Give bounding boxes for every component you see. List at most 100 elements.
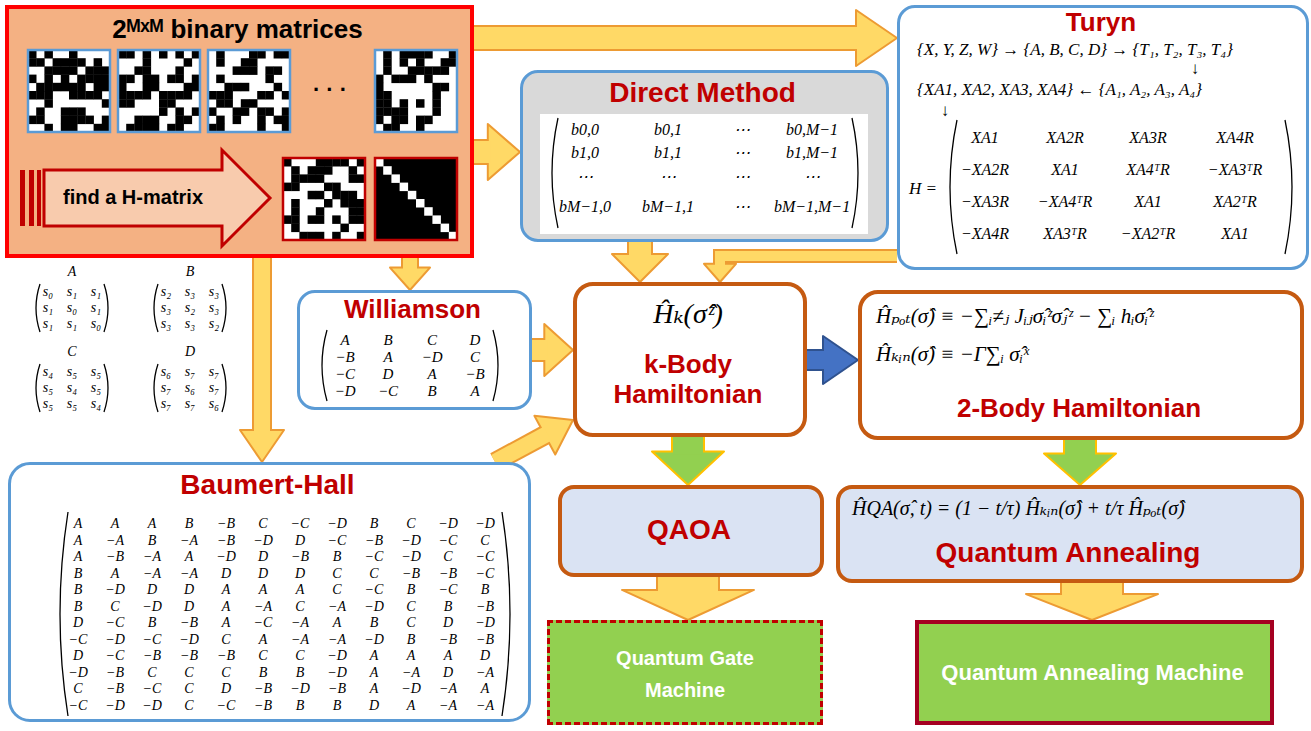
machine-box: Quantum Annealing Machine [915, 620, 1274, 725]
matrix-entry: s₁ [91, 301, 101, 315]
illustration-group [60, 512, 510, 716]
matrix-entry: D [221, 682, 231, 696]
matrix-cell [94, 58, 103, 66]
matrix-cell [216, 75, 225, 84]
matrix-entry: −D [335, 384, 356, 399]
matrix-entry: −C [328, 534, 347, 548]
matrix-entry: −A [106, 534, 124, 548]
matrix-cell [416, 116, 425, 125]
matrix-entry: s₀ [43, 285, 53, 299]
matrix-entry: −XA3R [961, 194, 1009, 210]
matrix-entry: s₂ [209, 317, 219, 331]
matrix-entry: −A [180, 534, 198, 548]
matrix-bracket [104, 284, 108, 332]
arrow-head [612, 254, 668, 282]
matrix-entry: −D [105, 699, 125, 713]
matrix-frame [375, 50, 457, 132]
matrix-entry: −B [217, 534, 235, 548]
matrix-entry: ⋯ [734, 169, 750, 185]
arrow-head [823, 336, 858, 384]
flow-arrow [1044, 440, 1116, 485]
arrow-body [474, 27, 859, 49]
matrix-cell [249, 50, 258, 59]
matrix-cell [175, 91, 184, 100]
matrix-entry: XA1 [1051, 162, 1079, 178]
matrix-entry: C [184, 682, 193, 696]
matrix-cell [400, 99, 409, 108]
binary-matrix [283, 158, 365, 240]
matrix-frame [28, 50, 110, 132]
matrix-cell [85, 75, 94, 84]
matrix-entry: D [184, 583, 194, 597]
matrix-cell [249, 58, 258, 66]
matrix-cell [118, 83, 127, 92]
box-title: QAOA [562, 514, 816, 546]
matrix-entry: bM−1,M−1 [774, 199, 850, 215]
matrix-cell [332, 215, 341, 224]
binary-matrix [118, 50, 200, 132]
matrix-entry: −C [365, 550, 384, 564]
matrix-cell [151, 83, 160, 92]
matrix-entry: A [259, 633, 268, 647]
matrix-cell [53, 83, 62, 92]
matrix-entry: A [74, 517, 83, 531]
matrix-cell [324, 183, 333, 192]
matrix-entry: A [222, 583, 231, 597]
matrix-entry: A [222, 616, 231, 630]
matrix-entry: B [74, 567, 83, 581]
matrix-entry: D [443, 666, 453, 680]
matrix-cell [383, 107, 392, 116]
matrix-entry: s₇ [185, 365, 195, 379]
matrix-cell [257, 107, 266, 116]
matrix-entry: D [295, 567, 305, 581]
arrow-head [652, 451, 724, 485]
matrix-cell [53, 66, 62, 75]
matrix-entry: −D [475, 616, 495, 630]
matrix-cell [265, 66, 274, 75]
matrix-cell [167, 75, 176, 84]
matrix-cell [28, 50, 37, 59]
matrix-cell [216, 91, 225, 100]
matrix-cell [151, 116, 160, 125]
arrow-head [856, 10, 897, 66]
matrix-cell [241, 107, 250, 116]
matrix-entry: A [296, 583, 305, 597]
matrix-cell [375, 99, 384, 108]
matrix-bracket [154, 284, 158, 332]
matrix-entry: s₁ [43, 317, 53, 331]
matrix-cell [316, 158, 325, 167]
matrix-entry: −B [254, 699, 272, 713]
arrow-head [622, 590, 754, 620]
matrix-entry: C [184, 699, 193, 713]
matrix-cell [184, 83, 193, 92]
arrow-label: find a H-matrix [46, 186, 220, 209]
matrix-entry: B [296, 666, 305, 680]
matrix-cell [118, 75, 127, 84]
matrix-cell [308, 215, 317, 224]
matrix-cell [340, 224, 349, 233]
matrix-cell [332, 183, 341, 192]
matrix-entry: −D [401, 682, 421, 696]
matrix-cell [257, 116, 266, 125]
matrix-entry: −D [401, 534, 421, 548]
matrix-cell [432, 99, 441, 108]
matrix-cell [36, 83, 45, 92]
matrix-cell [126, 75, 135, 84]
matrix-cell [61, 58, 70, 66]
matrix-entry: −A [143, 567, 161, 581]
matrix-cell [143, 58, 152, 66]
matrix-cell [61, 83, 70, 92]
matrix-entry: ⋯ [804, 169, 820, 185]
matrix-entry: D [147, 583, 157, 597]
matrix-entry: C [73, 682, 82, 696]
matrix-entry: D [470, 333, 481, 348]
matrix-cell [349, 166, 358, 175]
matrix-cell [400, 75, 409, 84]
matrix-cell [77, 83, 86, 92]
process-arrow: find a H-matrix [18, 148, 272, 246]
matrix-entry: −C [106, 649, 125, 663]
arrow-body [673, 437, 703, 454]
matrix-entry: b0,0 [571, 122, 599, 138]
arrow-body [495, 434, 547, 462]
matrix-entry: s₇ [161, 397, 171, 411]
